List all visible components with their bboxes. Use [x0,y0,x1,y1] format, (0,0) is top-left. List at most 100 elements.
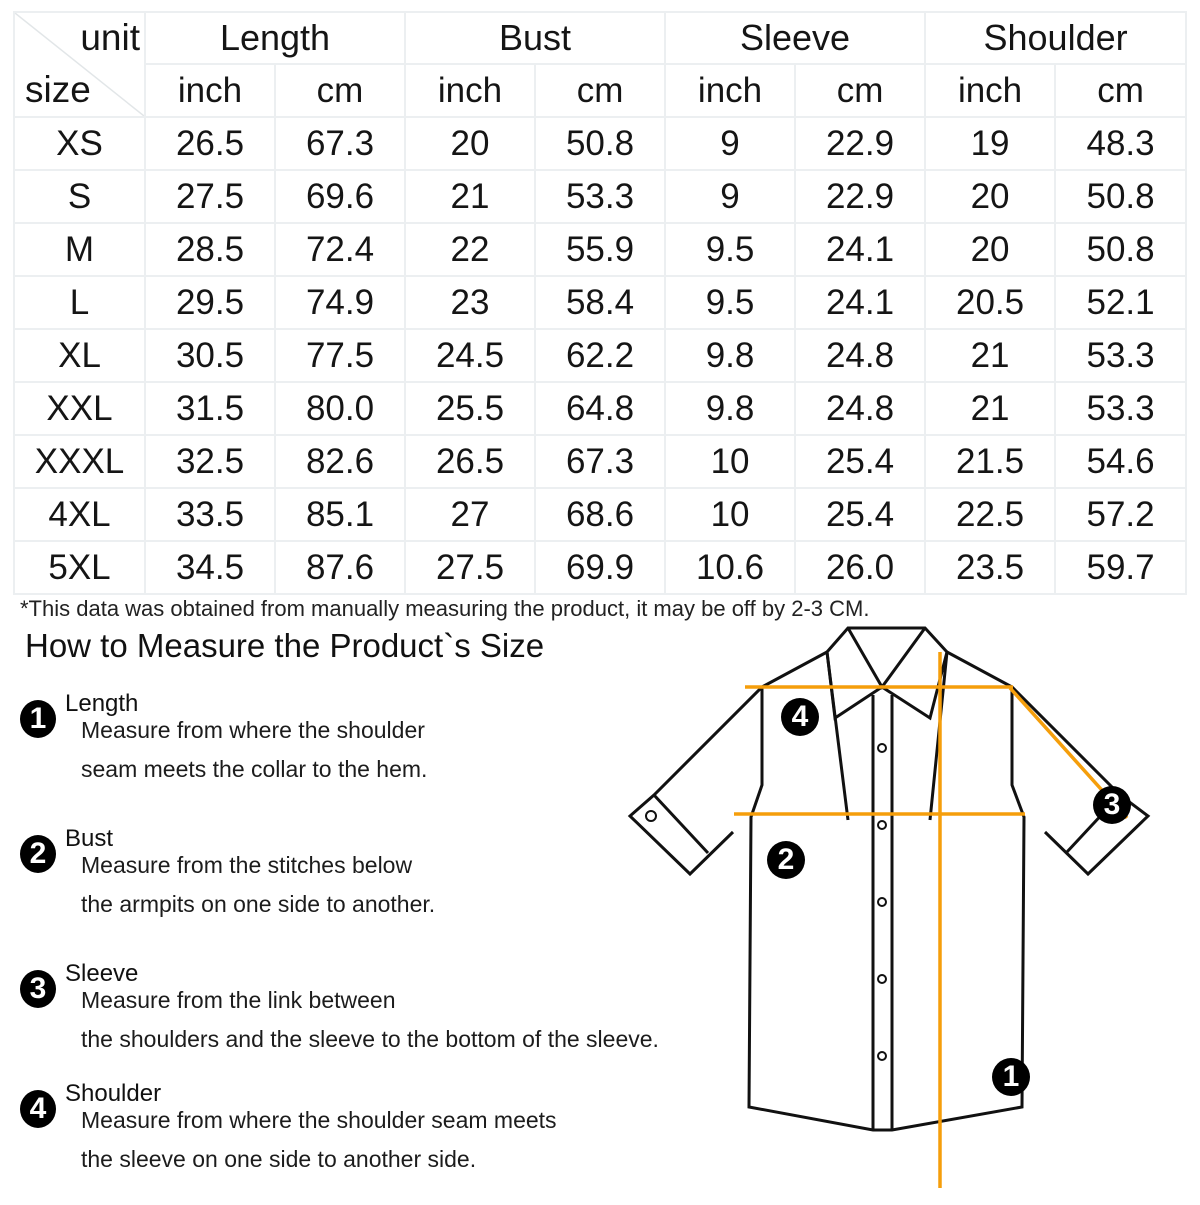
shirt-measurement-diagram: 4 2 3 1 [620,620,1200,1200]
unit-header-row: inch cm inch cm inch cm inch cm [14,63,1188,118]
value-cell: 67.3 [273,116,407,171]
value-cell: 24.1 [794,275,927,330]
value-cell: 21 [404,169,537,224]
group-header-length: Length [143,11,407,65]
value-cell: 28.5 [144,222,276,277]
value-cell: 19 [924,116,1057,171]
value-cell: 77.5 [273,328,407,383]
value-cell: 22.9 [794,116,927,171]
value-cell: 67.3 [534,434,667,489]
number-4-icon: 4 [20,1090,56,1128]
instruction-text: the armpits on one side to another. [81,891,436,917]
value-cell: 80.0 [273,381,407,436]
instruction-text: Measure from the link between [81,987,396,1013]
group-header-shoulder: Shoulder [924,11,1188,65]
instruction-label: Shoulder [65,1080,162,1107]
marker-3-icon: 3 [1093,786,1131,824]
instruction-text: Measure from the stitches below [81,852,413,878]
value-cell: 21.5 [924,434,1057,489]
value-cell: 24.5 [404,328,537,383]
unit-header: inch [404,63,537,118]
instruction-label: Bust [65,825,114,852]
unit-header: cm [794,63,927,118]
value-cell: 57.2 [1054,487,1188,542]
value-cell: 23 [404,275,537,330]
unit-header: inch [924,63,1057,118]
value-cell: 48.3 [1054,116,1188,171]
instruction-text: Measure from where the shoulder seam mee… [81,1107,557,1133]
size-cell: XXL [13,381,146,436]
unit-label: unit [80,17,140,58]
value-cell: 9.8 [664,328,797,383]
instruction-text: Measure from where the shoulder [81,717,425,743]
value-cell: 50.8 [1054,222,1188,277]
value-cell: 25.4 [794,487,927,542]
value-cell: 21 [924,328,1057,383]
value-cell: 30.5 [144,328,276,383]
value-cell: 50.8 [534,116,667,171]
number-3-icon: 3 [20,970,56,1008]
value-cell: 22.9 [794,169,927,224]
how-to-measure-title: How to Measure the Product`s Size [25,627,545,664]
size-cell: XS [13,116,146,171]
size-cell: S [13,169,146,224]
instruction-text: the sleeve on one side to another side. [81,1146,477,1172]
value-cell: 82.6 [273,434,407,489]
value-cell: 27 [404,487,537,542]
size-cell: 5XL [13,540,146,595]
value-cell: 23.5 [924,540,1057,595]
value-cell: 26.0 [794,540,927,595]
group-header-sleeve: Sleeve [664,11,927,65]
value-cell: 69.9 [534,540,667,595]
value-cell: 20 [924,169,1057,224]
instruction-label: Length [65,690,139,717]
value-cell: 24.1 [794,222,927,277]
value-cell: 32.5 [144,434,276,489]
value-cell: 9 [664,169,797,224]
value-cell: 9.5 [664,275,797,330]
value-cell: 21 [924,381,1057,436]
measurement-disclaimer: *This data was obtained from manually me… [20,596,870,621]
size-cell: 4XL [13,487,146,542]
instruction-text: seam meets the collar to the hem. [81,756,428,782]
unit-header: cm [1054,63,1188,118]
marker-1-icon: 1 [992,1058,1030,1096]
value-cell: 53.3 [1054,381,1188,436]
value-cell: 24.8 [794,328,927,383]
value-cell: 69.6 [273,169,407,224]
size-cell: M [13,222,146,277]
value-cell: 54.6 [1054,434,1188,489]
value-cell: 31.5 [144,381,276,436]
value-cell: 53.3 [534,169,667,224]
value-cell: 9 [664,116,797,171]
value-cell: 29.5 [144,275,276,330]
marker-4-icon: 4 [781,698,819,736]
unit-header: cm [273,63,407,118]
value-cell: 55.9 [534,222,667,277]
value-cell: 27.5 [404,540,537,595]
value-cell: 62.2 [534,328,667,383]
instruction-text: the shoulders and the sleeve to the bott… [81,1026,659,1052]
size-cell: XXXL [13,434,146,489]
group-header-row: unit size Length Bust Sleeve Shoulder [13,11,1188,118]
marker-2-icon: 2 [767,841,805,879]
value-cell: 24.8 [794,381,927,436]
value-cell: 27.5 [144,169,276,224]
value-cell: 53.3 [1054,328,1188,383]
number-2-icon: 2 [20,835,56,873]
value-cell: 10.6 [664,540,797,595]
value-cell: 74.9 [273,275,407,330]
value-cell: 26.5 [144,116,276,171]
size-chart-table: unit size Length Bust Sleeve Shoulder in… [13,11,1188,595]
value-cell: 26.5 [404,434,537,489]
size-cell: L [13,275,146,330]
unit-header: cm [534,63,667,118]
value-cell: 58.4 [534,275,667,330]
unit-header: inch [144,63,276,118]
